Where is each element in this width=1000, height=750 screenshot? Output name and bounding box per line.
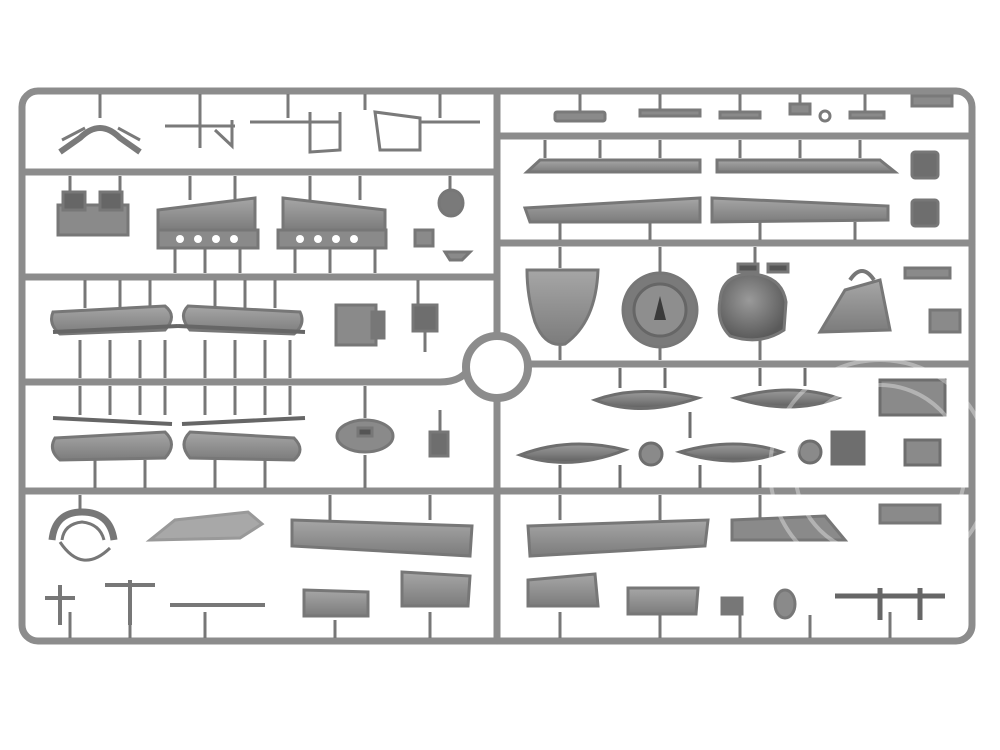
row2-left-parts (56, 176, 474, 273)
row2-right-parts (522, 140, 940, 240)
row3-left-parts (50, 280, 439, 378)
row1-left-parts (58, 94, 480, 155)
watermark (768, 358, 992, 582)
runner-center-ring (462, 332, 532, 402)
row5-right-parts (526, 495, 945, 638)
row3-right-parts (525, 247, 962, 360)
runner-frame (18, 87, 976, 645)
row4-right-parts (515, 368, 947, 488)
row4-left-parts (50, 386, 450, 488)
row1-right-parts (553, 94, 954, 123)
row5-left-parts (45, 495, 474, 638)
